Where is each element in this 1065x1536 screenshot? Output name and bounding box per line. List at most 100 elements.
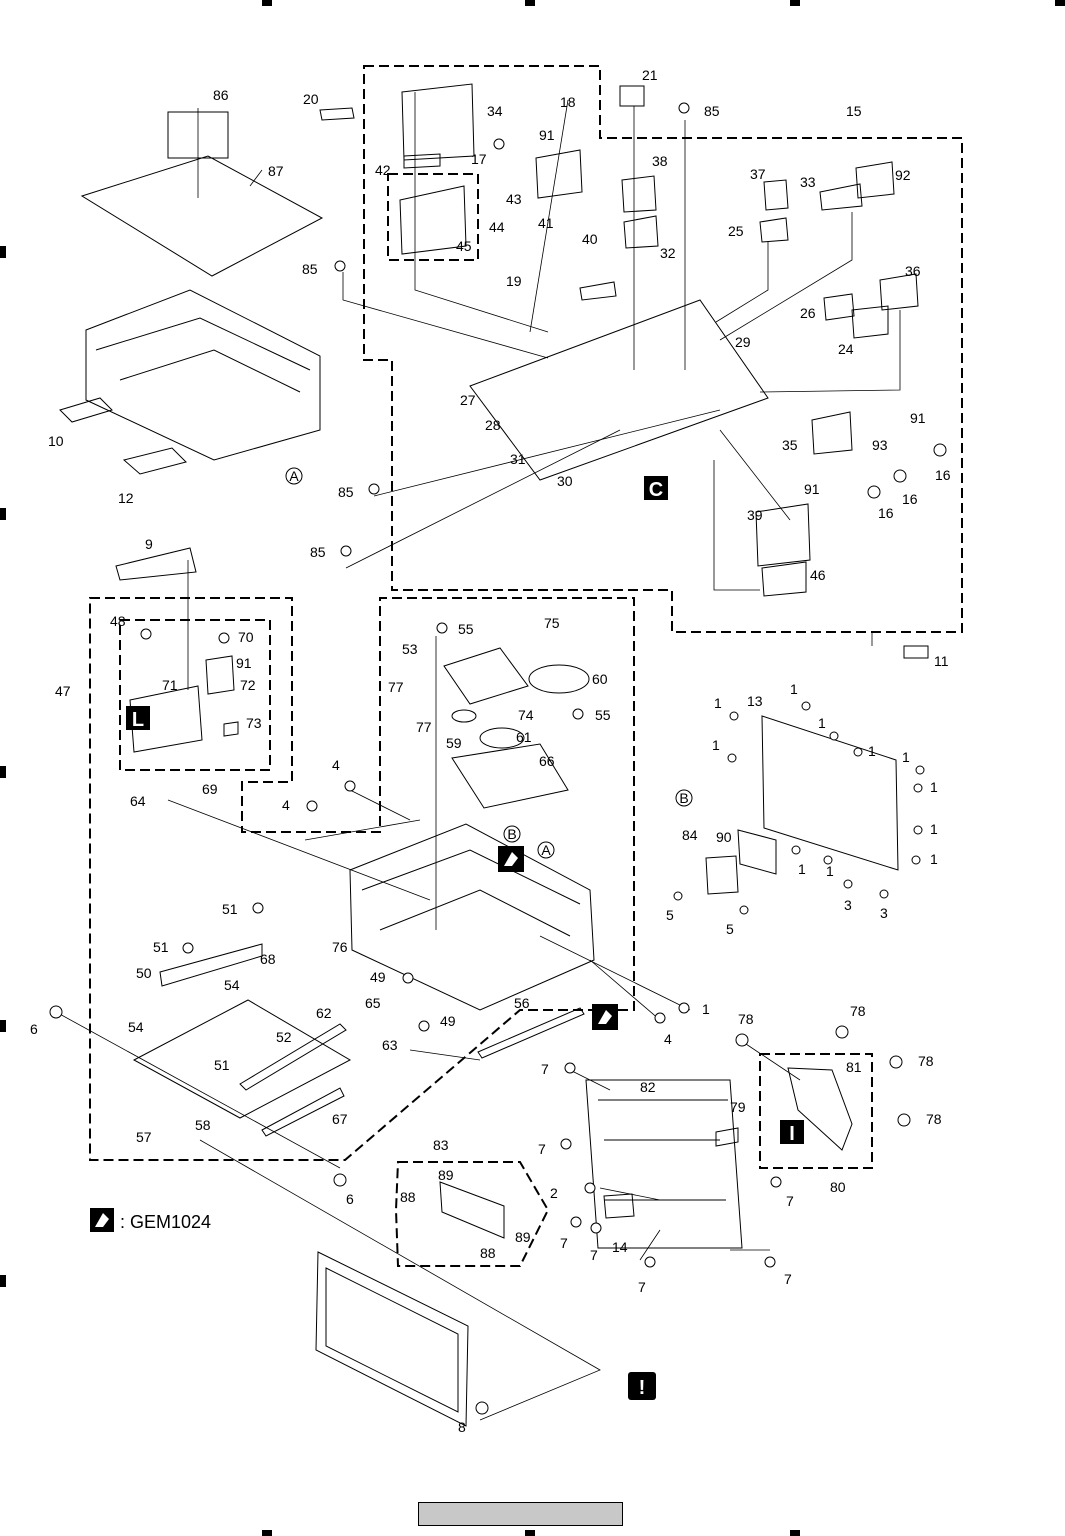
part-label: 6: [346, 1191, 354, 1207]
part-label: 29: [735, 334, 751, 350]
part-label: 1: [798, 861, 806, 877]
part-label: 93: [872, 437, 888, 453]
part-label: 44: [489, 219, 505, 235]
part-label: 59: [446, 735, 462, 751]
part-label: 7: [541, 1061, 549, 1077]
section-mark-c: C: [644, 476, 668, 501]
section-mark-l: L: [126, 706, 150, 731]
part-label: 37: [750, 166, 766, 182]
part-label: 92: [895, 167, 911, 183]
part-label: 78: [918, 1053, 934, 1069]
part-label: 40: [582, 231, 598, 247]
part-label: 80: [830, 1179, 846, 1195]
part-label: 77: [388, 679, 404, 695]
part-label: 1: [930, 779, 938, 795]
part-label: 1: [818, 715, 826, 731]
part-label: 36: [905, 263, 921, 279]
part-label: 85: [310, 544, 326, 560]
part-label: 61: [516, 729, 532, 745]
part-label: 7: [784, 1271, 792, 1287]
part-label: 57: [136, 1129, 152, 1145]
section-mark-i: I: [780, 1120, 804, 1145]
part-label: 60: [592, 671, 608, 687]
part-label: 78: [850, 1003, 866, 1019]
part-label: 91: [910, 410, 926, 426]
part-label: 70: [238, 629, 254, 645]
part-label: 46: [810, 567, 826, 583]
page-footer-bar: [418, 1502, 623, 1526]
part-label: 7: [590, 1247, 598, 1263]
part-label: 1: [714, 695, 722, 711]
part-label: 64: [130, 793, 146, 809]
part-label: 5: [666, 907, 674, 923]
part-label: 85: [338, 484, 354, 500]
svg-text:I: I: [789, 1123, 795, 1145]
group-outlines: [89, 65, 963, 1267]
part-label: 11: [934, 653, 949, 669]
part-label: 89: [515, 1229, 531, 1245]
part-label: 6: [30, 1021, 38, 1037]
part-label: 1: [868, 743, 876, 759]
part-label: 43: [506, 191, 522, 207]
part-label: 16: [878, 505, 894, 521]
part-label: 91: [804, 481, 820, 497]
part-label: 48: [110, 613, 126, 629]
part-label: 54: [224, 977, 240, 993]
svg-text:C: C: [649, 479, 663, 501]
part-label: 72: [240, 677, 256, 693]
part-label: 16: [902, 491, 918, 507]
svg-text:B: B: [507, 826, 516, 842]
part-label: 83: [433, 1137, 449, 1153]
part-label: 76: [332, 939, 348, 955]
part-label: 39: [747, 507, 763, 523]
part-label: 1: [826, 863, 834, 879]
part-label: 33: [800, 174, 816, 190]
grease-icon: [90, 1208, 114, 1232]
part-label: 79: [730, 1099, 746, 1115]
svg-text:!: !: [639, 1377, 646, 1399]
part-label: 7: [538, 1141, 546, 1157]
part-label: 86: [213, 87, 229, 103]
part-label: 32: [660, 245, 676, 261]
part-label: 5: [726, 921, 734, 937]
part-label: 14: [612, 1239, 628, 1255]
part-label: 7: [638, 1279, 646, 1295]
part-label: 78: [738, 1011, 754, 1027]
part-label: 91: [539, 127, 555, 143]
part-label: 51: [153, 939, 169, 955]
part-label: 78: [926, 1111, 942, 1127]
svg-text:L: L: [132, 709, 144, 731]
part-label: 62: [316, 1005, 332, 1021]
part-label: 27: [460, 392, 476, 408]
part-label: 58: [195, 1117, 211, 1133]
part-label: 88: [400, 1189, 416, 1205]
part-number-labels: 86 87 10 12 20 34 18 21 85 15 91 17 42 3…: [30, 67, 951, 1435]
part-label: 49: [440, 1013, 456, 1029]
part-label: 84: [682, 827, 698, 843]
part-label: 47: [55, 683, 71, 699]
part-label: 87: [268, 163, 284, 179]
part-label: 88: [480, 1245, 496, 1261]
caution-icon: !: [628, 1372, 656, 1400]
part-label: 35: [782, 437, 798, 453]
part-label: 20: [303, 91, 319, 107]
svg-text:A: A: [289, 468, 299, 484]
part-label: 3: [880, 905, 888, 921]
part-label: 1: [790, 681, 798, 697]
part-label: 31: [510, 451, 526, 467]
part-label: 89: [438, 1167, 454, 1183]
part-label: 10: [48, 433, 64, 449]
part-label: 56: [514, 995, 530, 1011]
part-label: 3: [844, 897, 852, 913]
part-label: 45: [456, 238, 472, 254]
part-label: 77: [416, 719, 432, 735]
part-label: 12: [118, 490, 134, 506]
part-label: 18: [560, 94, 576, 110]
part-label: 55: [458, 621, 474, 637]
callout-b: B: [675, 789, 693, 807]
part-label: 68: [260, 951, 276, 967]
svg-text:B: B: [679, 790, 688, 806]
part-label: 53: [402, 641, 418, 657]
part-label: 4: [282, 797, 290, 813]
